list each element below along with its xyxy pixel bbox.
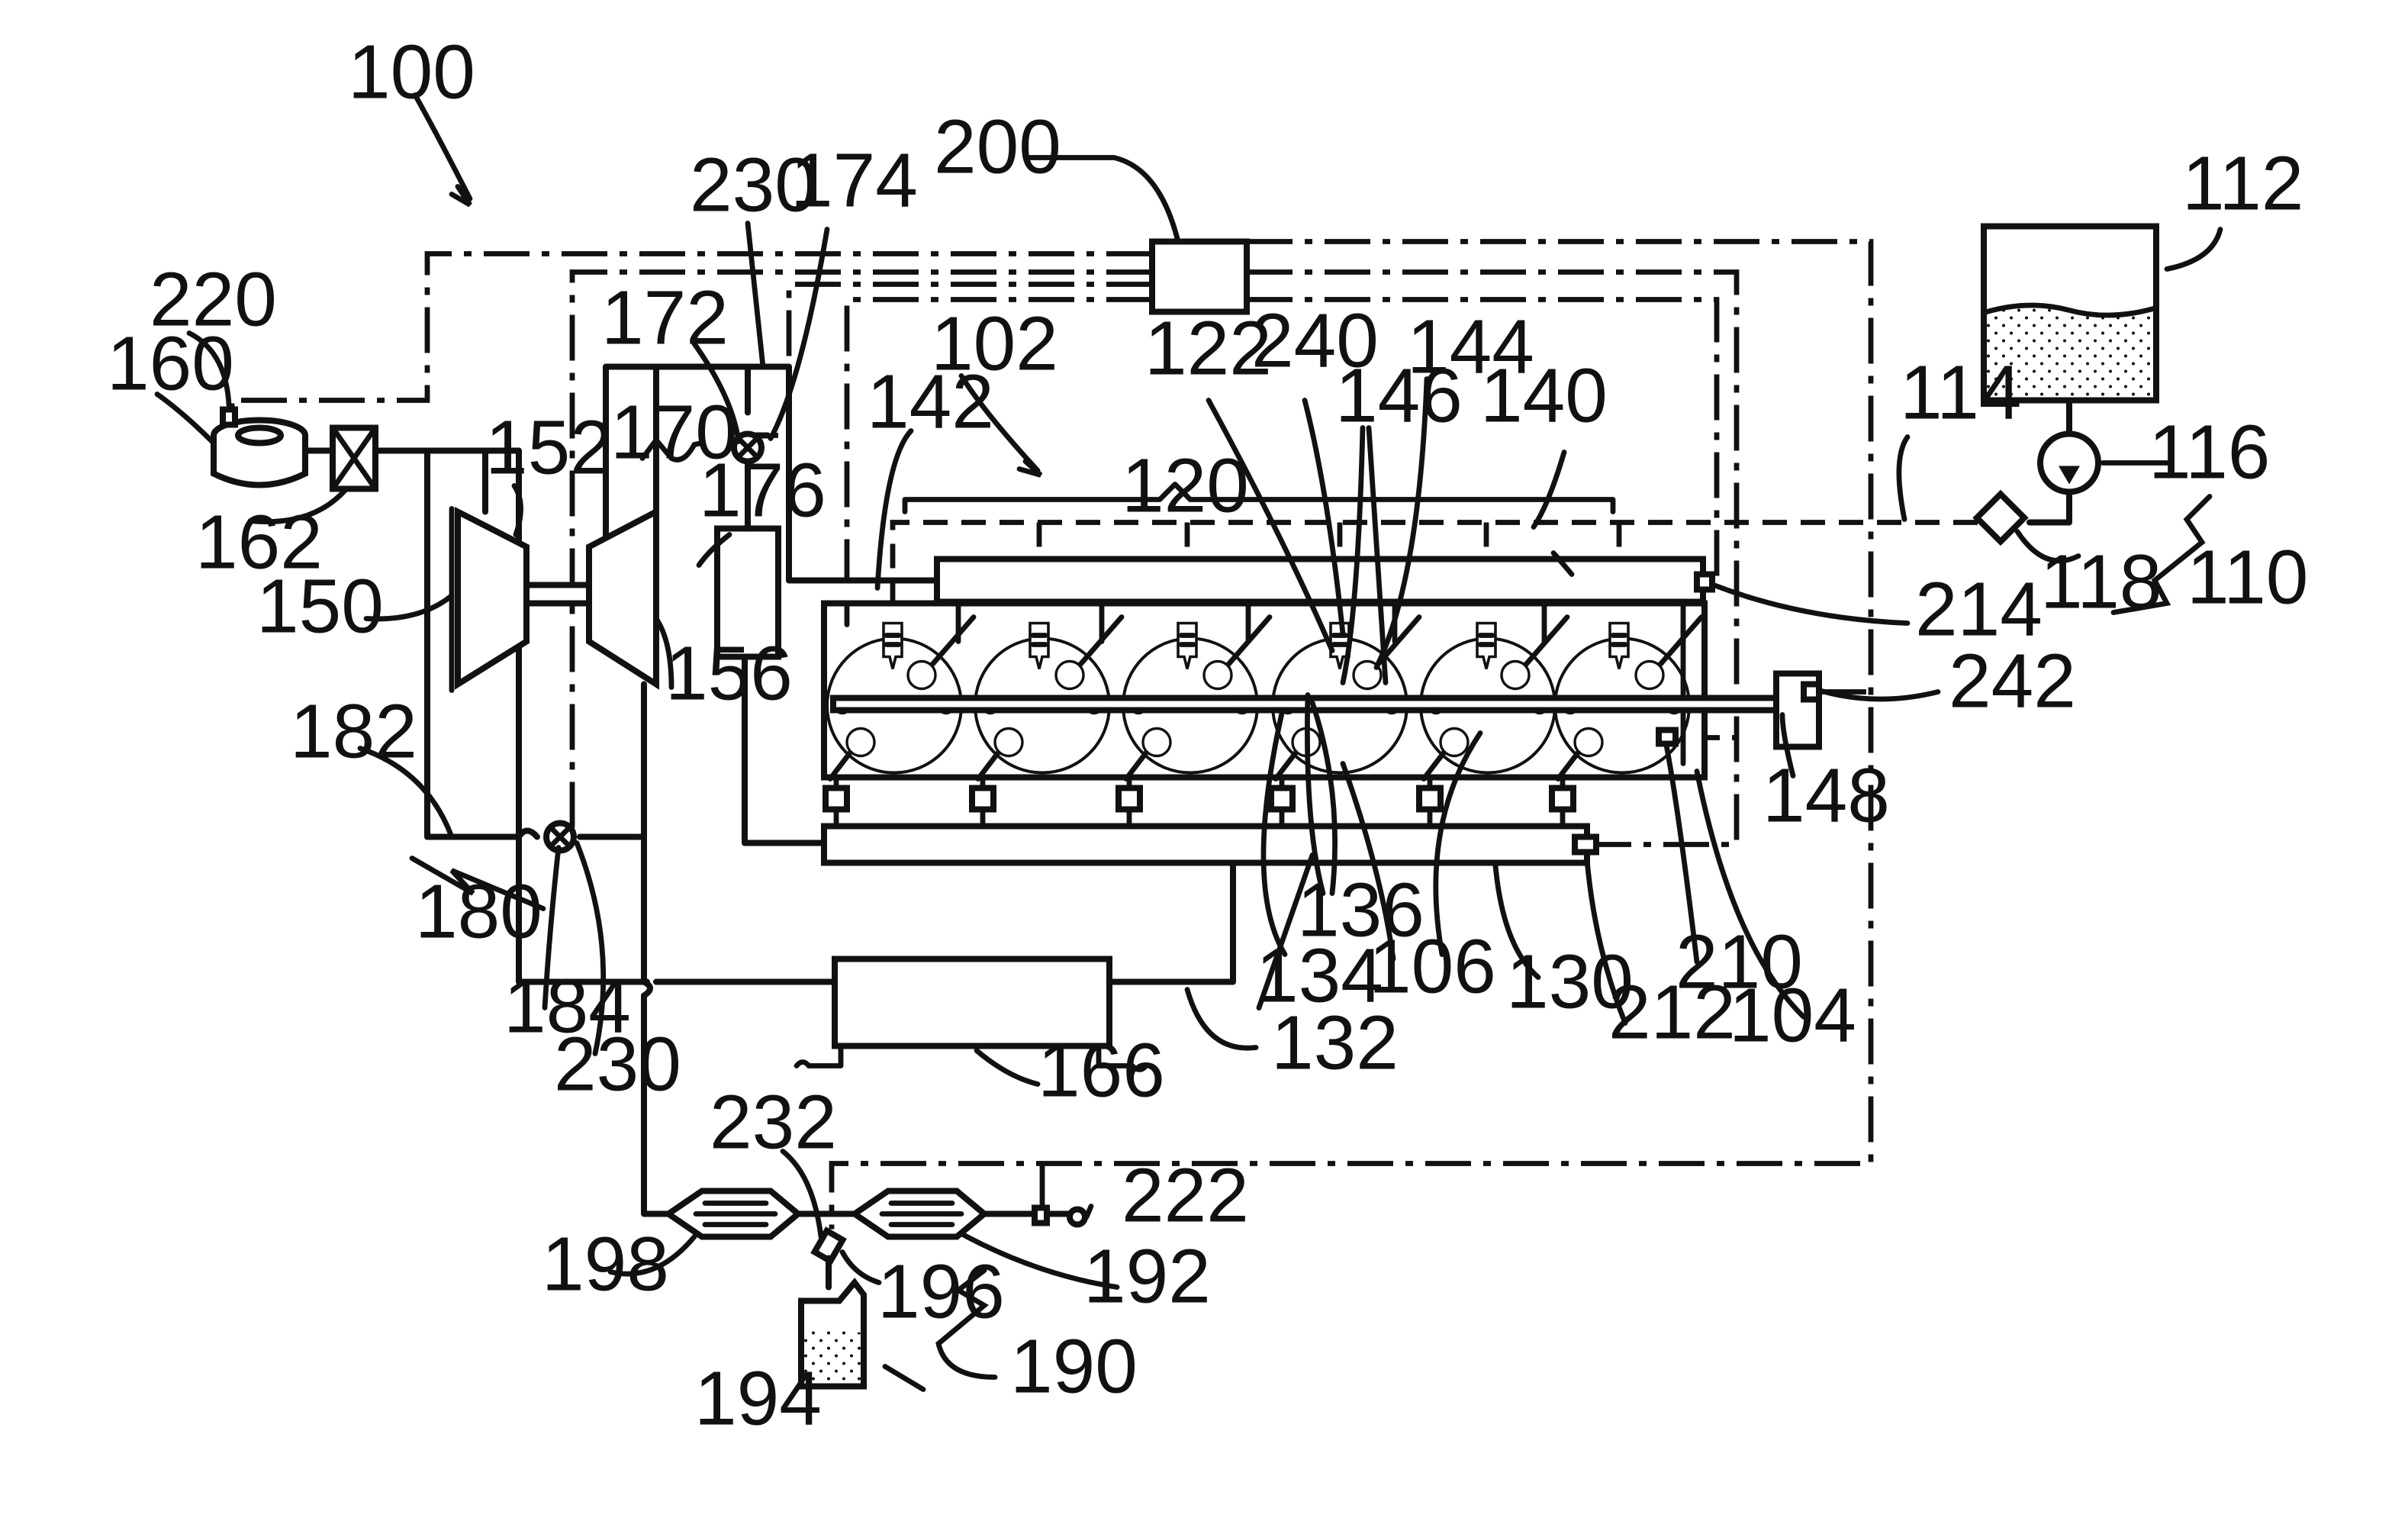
label-110: 110: [2187, 535, 2308, 620]
label-182: 182: [290, 689, 417, 775]
label-152: 152: [485, 405, 613, 491]
label-230-bottom: 230: [554, 1022, 681, 1107]
label-100: 100: [348, 30, 475, 115]
label-150: 150: [256, 564, 384, 649]
label-166: 166: [1038, 1028, 1165, 1114]
ambient-sensor: [223, 410, 235, 425]
turbocharger: [452, 509, 656, 691]
intake-sensor: [1697, 575, 1712, 590]
ecu-box: [1152, 242, 1247, 312]
label-118: 118: [2040, 540, 2162, 625]
label-196: 196: [877, 1249, 1005, 1335]
label-172: 172: [601, 276, 729, 361]
label-112: 112: [2182, 141, 2303, 227]
control-unit: [1152, 242, 1247, 312]
label-140: 140: [1480, 353, 1608, 439]
glow-plugs: [826, 778, 1573, 827]
crank-sensor: [1804, 685, 1819, 700]
label-212: 212: [1608, 970, 1736, 1056]
label-176: 176: [699, 448, 826, 533]
label-114: 114: [1900, 350, 2021, 436]
label-200: 200: [934, 105, 1061, 190]
label-174: 174: [790, 138, 918, 224]
label-120: 120: [1122, 443, 1249, 529]
label-180: 180: [415, 869, 542, 955]
label-194: 194: [694, 1356, 822, 1442]
label-190: 190: [1010, 1324, 1138, 1410]
label-148: 148: [1763, 753, 1890, 839]
label-222: 222: [1122, 1153, 1249, 1239]
exhaust-manifold: [824, 827, 1587, 863]
label-192: 192: [1083, 1234, 1211, 1320]
cylinder-sensor: [1659, 730, 1676, 744]
outlet-sensor: [1035, 1208, 1047, 1223]
label-198: 198: [542, 1222, 669, 1307]
label-242: 242: [1949, 639, 2076, 724]
label-106: 106: [1369, 924, 1496, 1010]
label-156: 156: [665, 631, 793, 717]
intake-manifold: [937, 559, 1703, 602]
label-232: 232: [710, 1080, 837, 1165]
label-104: 104: [1729, 973, 1856, 1059]
turbine: [589, 512, 656, 685]
label-146: 146: [1335, 353, 1463, 439]
label-116: 116: [2149, 410, 2270, 495]
label-160: 160: [107, 321, 234, 407]
turbo-shaft: [526, 585, 589, 604]
air-filter: [214, 410, 305, 485]
label-142: 142: [867, 359, 994, 445]
exhaust-sensor: [1575, 837, 1596, 852]
label-132: 132: [1271, 1001, 1399, 1086]
